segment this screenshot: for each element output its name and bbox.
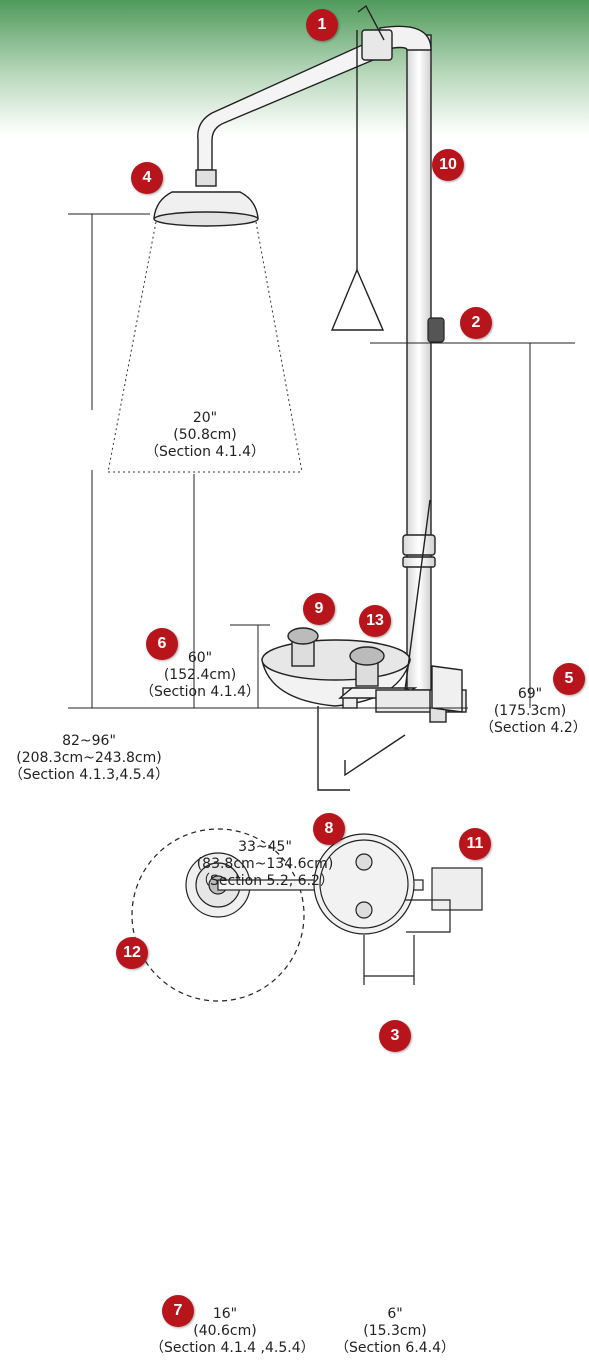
dimension-section: （Section 4.2） bbox=[480, 720, 587, 736]
badge-7: 7 bbox=[162, 1295, 194, 1327]
dimension-value: 16" bbox=[212, 1306, 238, 1322]
dimension-value: 33~45" bbox=[238, 839, 292, 855]
push-plate bbox=[431, 665, 463, 713]
plan-view bbox=[131, 828, 483, 1002]
shower-height-dimension: 82~96" (208.3cm~243.8cm) （Section 4.1.3,… bbox=[0, 733, 178, 784]
badge-5: 5 bbox=[553, 663, 585, 695]
scaled-drawing bbox=[68, 4, 575, 1002]
bowl-offset-dimension: 6" (15.3cm) （Section 6.4.4） bbox=[330, 1306, 460, 1357]
dimension-value: 20" bbox=[192, 410, 218, 426]
badge-11: 11 bbox=[459, 828, 491, 860]
badge-4: 4 bbox=[131, 162, 163, 194]
dimension-value: 82~96" bbox=[62, 733, 116, 749]
badge-12: 12 bbox=[116, 937, 148, 969]
dimension-value: 60" bbox=[187, 650, 213, 666]
dimension-metric: (152.4cm) bbox=[163, 667, 237, 683]
badge-13: 13 bbox=[359, 605, 391, 637]
dimension-section: （Section 6.4.4） bbox=[334, 1340, 456, 1356]
badge-9: 9 bbox=[303, 593, 335, 625]
dimension-metric: (40.6cm) bbox=[193, 1323, 257, 1339]
shower-cone-dimension: 20" (50.8cm) （Section 4.1.4） bbox=[140, 410, 270, 461]
shower-head bbox=[153, 191, 259, 227]
dimension-section: （Section 4.1.3,4.5.4） bbox=[8, 767, 170, 783]
badge-2: 2 bbox=[460, 307, 492, 339]
dimension-metric: (208.3cm~243.8cm) bbox=[16, 750, 162, 766]
dimension-metric: (83.8cm~134.6cm) bbox=[196, 856, 334, 872]
badge-3: 3 bbox=[379, 1020, 411, 1052]
badge-10: 10 bbox=[432, 149, 464, 181]
valve-knob bbox=[427, 317, 445, 343]
dimension-section: （Section 4.1.4） bbox=[144, 444, 266, 460]
header-gradient bbox=[0, 0, 589, 135]
badge-1: 1 bbox=[306, 9, 338, 41]
dimension-section: （Section 5.2, 6.2） bbox=[196, 873, 334, 889]
spray-cone bbox=[107, 221, 303, 473]
badge-6: 6 bbox=[146, 628, 178, 660]
eyewash-height-dimension: 60" (152.4cm) （Section 4.1.4） bbox=[135, 650, 265, 701]
dimension-metric: (175.3cm) bbox=[493, 703, 567, 719]
bowl-height-dimension: 33~45" (83.8cm~134.6cm) （Section 5.2, 6.… bbox=[195, 839, 335, 890]
dimension-metric: (15.3cm) bbox=[363, 1323, 427, 1339]
clear-diameter-dimension: 16" (40.6cm) （Section 4.1.4 ,4.5.4） bbox=[150, 1306, 315, 1357]
dimension-lines bbox=[68, 213, 575, 709]
dimension-value: 6" bbox=[387, 1306, 403, 1322]
dimension-section: （Section 4.1.4 ,4.5.4） bbox=[150, 1340, 315, 1356]
pull-rod bbox=[330, 30, 385, 331]
dimension-section: （Section 4.1.4） bbox=[139, 684, 261, 700]
shower-arm bbox=[195, 4, 393, 187]
dimension-metric: (50.8cm) bbox=[173, 427, 237, 443]
badge-8: 8 bbox=[313, 813, 345, 845]
dimension-value: 69" bbox=[517, 686, 543, 702]
valve-height-dimension: 69" (175.3cm) （Section 4.2） bbox=[480, 686, 587, 737]
